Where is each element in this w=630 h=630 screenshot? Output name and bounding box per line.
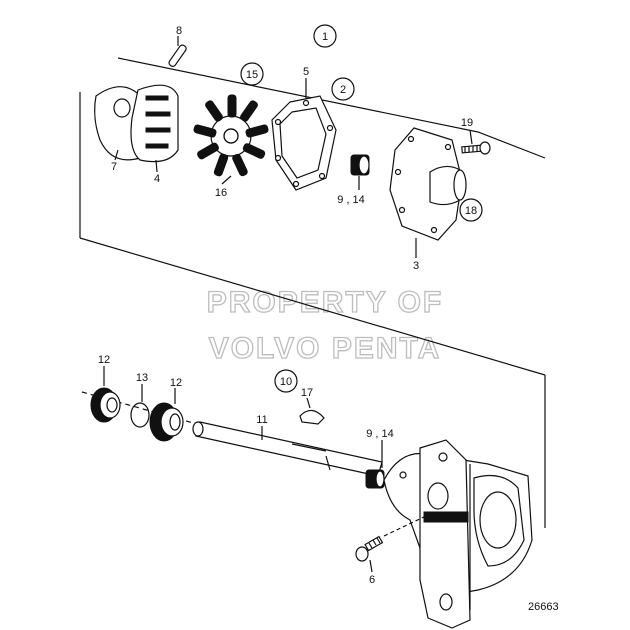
frame-upper-line (117, 57, 546, 159)
retaining-ring-part-13 (130, 384, 150, 428)
pin-part-8 (168, 36, 187, 67)
callout-15: 15 (240, 62, 264, 86)
bushing-part-9-14-bottom (365, 440, 385, 489)
callout-2: 2 (331, 77, 355, 101)
callout-8: 8 (176, 25, 182, 37)
watermark-line-1: PROPERTY OF (207, 286, 443, 319)
callout-9-14-bottom: 9 , 14 (366, 428, 394, 440)
callout-3: 3 (413, 260, 419, 272)
screw-part-6 (355, 515, 427, 573)
callout-4: 4 (154, 173, 160, 185)
callout-19: 19 (461, 117, 473, 129)
svg-text:1: 1 (322, 31, 328, 43)
screw-part-19 (461, 129, 491, 155)
svg-text:18: 18 (465, 205, 477, 217)
callout-7: 7 (111, 161, 117, 173)
callout-6: 6 (369, 574, 375, 586)
callouts: 1 2 15 18 10 8 5 19 7 4 16 9 , 14 3 12 1… (98, 24, 483, 586)
callout-18: 18 (459, 198, 483, 222)
callout-16: 16 (215, 187, 227, 199)
callout-12-right: 12 (170, 377, 182, 389)
callout-12-left: 12 (98, 354, 110, 366)
reference-number: 26663 (528, 601, 559, 613)
key-part-17 (299, 397, 325, 425)
pump-housing (383, 439, 533, 629)
watermark: PROPERTY OF VOLVO PENTA (206, 285, 443, 365)
callout-11: 11 (256, 414, 267, 426)
cam-part-4 (130, 84, 179, 173)
gasket-part-5 (271, 78, 337, 191)
svg-text:15: 15 (246, 69, 258, 81)
frame-diagonal-line (79, 237, 546, 376)
bushing-part-9-14-top (350, 154, 370, 190)
watermark-line-2: VOLVO PENTA (209, 332, 442, 365)
impeller-part-16 (193, 94, 269, 185)
callout-9-14-top: 9 , 14 (337, 194, 365, 206)
cover-plate-part-3 (389, 127, 467, 258)
bearing-part-12-left (90, 366, 121, 423)
svg-text:10: 10 (280, 376, 292, 388)
bearing-part-12-right (149, 388, 184, 442)
shaft-part-11 (192, 421, 383, 477)
callout-17: 17 (301, 387, 313, 399)
svg-text:2: 2 (340, 84, 346, 96)
callout-10: 10 (274, 369, 298, 393)
callout-5: 5 (303, 66, 309, 78)
callout-13: 13 (136, 372, 148, 384)
callout-1: 1 (313, 24, 337, 48)
